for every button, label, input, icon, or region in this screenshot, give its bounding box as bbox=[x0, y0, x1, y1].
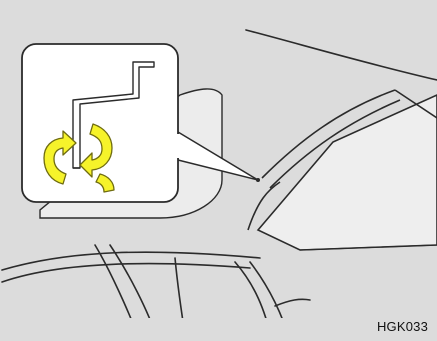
callout-target-point bbox=[256, 178, 260, 182]
caption-strip bbox=[0, 318, 437, 341]
figure-code: HGK033 bbox=[377, 319, 428, 334]
